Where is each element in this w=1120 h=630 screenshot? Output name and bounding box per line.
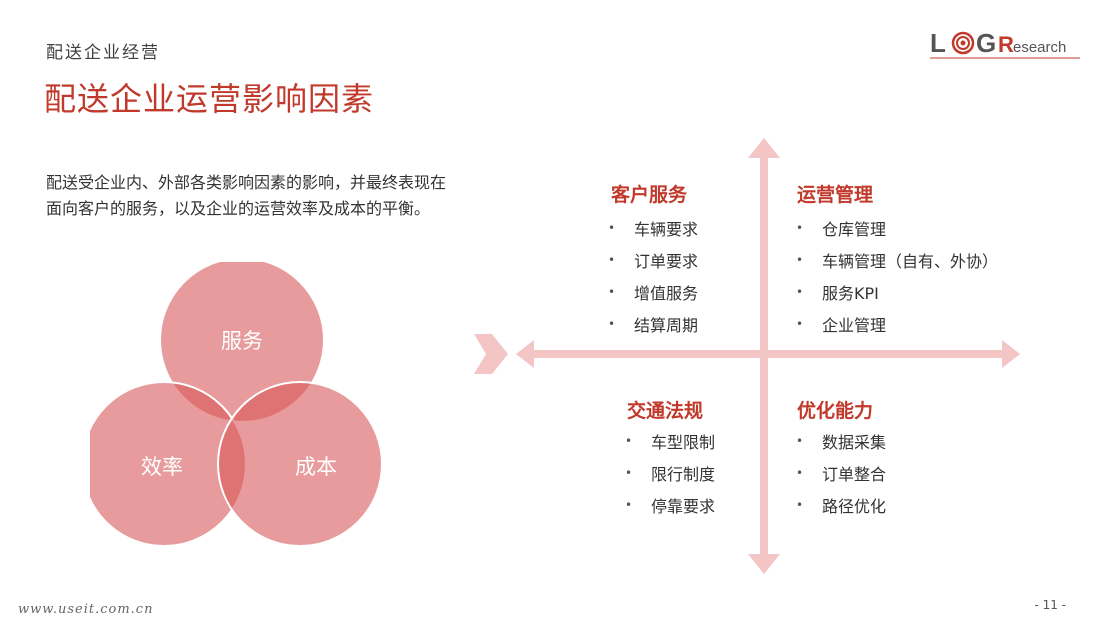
description-text: 配送受企业内、外部各类影响因素的影响，并最终表现在面向客户的服务，以及企业的运营… — [46, 173, 447, 218]
quadrant-axes — [474, 138, 1020, 574]
quadrant-title-traffic-rules: 交通法规 — [627, 400, 704, 422]
section-label: 配送企业经营 — [46, 43, 160, 63]
venn-label-efficiency: 效率 — [141, 455, 183, 479]
list-item: •订单整合 — [796, 465, 887, 484]
quadrant-list-traffic-rules: •车型限制 •限行制度 •停靠要求 — [625, 425, 715, 521]
venn-circle-cost — [217, 381, 383, 547]
svg-text:L: L — [930, 28, 946, 58]
list-item: •停靠要求 — [625, 497, 716, 516]
venn-label-service: 服务 — [221, 329, 263, 353]
logr-logo: L G R esearch — [930, 28, 1080, 59]
venn-diagram: 服务 效率 成本 — [90, 262, 383, 547]
footer-url: www.useit.com.cn — [18, 602, 154, 617]
list-item: •路径优化 — [796, 497, 887, 516]
list-item: •数据采集 — [796, 433, 887, 452]
venn-label-cost: 成本 — [295, 455, 337, 479]
quadrant-list-customer-service: •车辆要求 •订单要求 •增值服务 •结算周期 — [608, 212, 698, 340]
list-item: •结算周期 — [608, 316, 699, 335]
svg-text:G: G — [976, 28, 996, 58]
quadrant-list-operations: •仓库管理 •车辆管理（自有、外协） •服务KPI •企业管理 — [796, 212, 998, 340]
quadrant-title-optimization: 优化能力 — [797, 400, 874, 422]
page-title: 配送企业运营影响因素 — [44, 80, 375, 118]
svg-text:esearch: esearch — [1013, 39, 1066, 56]
list-item: •限行制度 — [625, 465, 716, 484]
list-item: •企业管理 — [796, 316, 887, 335]
list-item: •车辆要求 — [608, 220, 699, 239]
list-item: •车型限制 — [625, 433, 716, 452]
svg-text:R: R — [998, 32, 1014, 57]
list-item: •服务KPI — [796, 284, 879, 303]
list-item: •车辆管理（自有、外协） — [796, 252, 999, 271]
quadrant-title-customer-service: 客户服务 — [611, 184, 688, 206]
quadrant-title-operations: 运营管理 — [797, 184, 874, 206]
list-item: •仓库管理 — [796, 220, 887, 239]
quadrant-list-optimization: •数据采集 •订单整合 •路径优化 — [796, 425, 886, 521]
list-item: •增值服务 — [608, 284, 699, 303]
page-number: - 11 - — [1034, 598, 1066, 612]
list-item: •订单要求 — [608, 252, 699, 271]
